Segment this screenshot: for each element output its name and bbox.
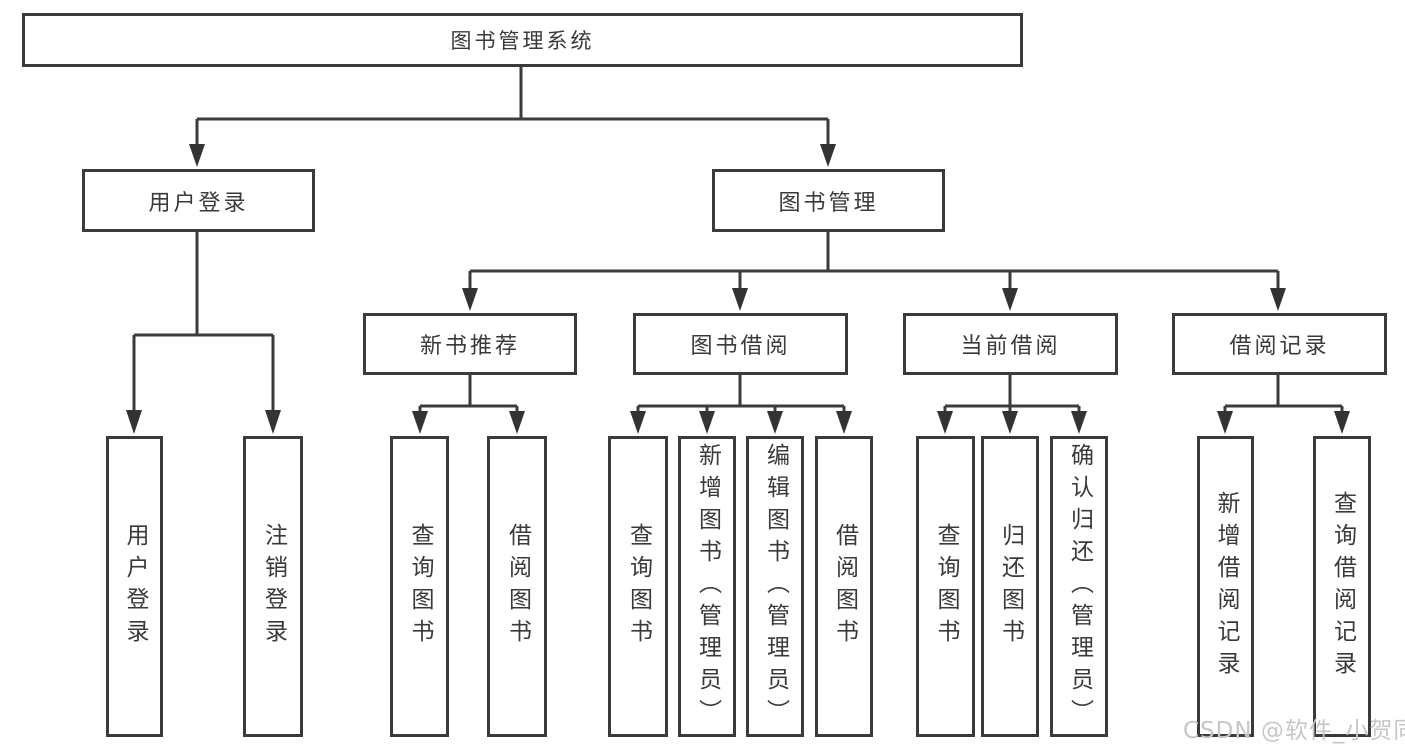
arrowhead bbox=[1071, 411, 1087, 434]
leaf-add-books-admin: 新增图书（管理员） bbox=[678, 436, 736, 737]
arrowhead bbox=[265, 410, 281, 434]
leaf-return-books: 归还图书 bbox=[981, 436, 1039, 737]
node-label: 图书借阅 bbox=[690, 334, 791, 359]
leaf-borrow-books: 借阅图书 bbox=[815, 436, 873, 737]
leaf-query-books-borrow: 查询图书 bbox=[608, 436, 668, 737]
node-label: 确认归还（管理员） bbox=[1066, 442, 1093, 731]
arrowhead bbox=[189, 144, 205, 167]
arrowhead bbox=[509, 411, 525, 434]
leaf-query-books-current: 查询图书 bbox=[916, 436, 975, 737]
node-label: 编辑图书（管理员） bbox=[762, 442, 789, 731]
csdn-watermark: CSDN @软件_小贺同学 bbox=[1183, 718, 1405, 744]
node-label: 用户登录 bbox=[122, 522, 148, 651]
connector-borrow-records-to-leaves bbox=[1217, 375, 1350, 434]
arrowhead bbox=[1270, 288, 1286, 311]
arrowhead bbox=[1334, 411, 1350, 434]
node-book-management-system: 图书管理系统 bbox=[22, 13, 1023, 67]
connector-book-borrow-to-leaves bbox=[630, 375, 852, 434]
node-new-book-recommendation: 新书推荐 bbox=[363, 313, 577, 375]
node-label: 查询图书 bbox=[407, 522, 433, 651]
arrowhead bbox=[462, 288, 478, 311]
node-book-management: 图书管理 bbox=[712, 169, 945, 232]
connector-current-borrow-to-leaves bbox=[937, 375, 1087, 434]
connector-user-login-to-leaves bbox=[126, 232, 281, 434]
arrowhead bbox=[1002, 411, 1018, 434]
connector-root-to-level2 bbox=[189, 67, 836, 167]
node-book-borrowing: 图书借阅 bbox=[633, 313, 848, 375]
leaf-add-borrow-record: 新增借阅记录 bbox=[1197, 436, 1254, 737]
leaf-edit-books-admin: 编辑图书（管理员） bbox=[746, 436, 804, 737]
arrowhead bbox=[767, 411, 783, 434]
arrowhead bbox=[732, 288, 748, 311]
arrowhead bbox=[1217, 411, 1233, 434]
leaf-user-login: 用户登录 bbox=[106, 436, 163, 737]
node-label: 新增借阅记录 bbox=[1213, 490, 1239, 683]
node-label: 图书管理 bbox=[778, 190, 879, 216]
node-label: 新增图书（管理员） bbox=[694, 442, 721, 731]
node-label: 借阅记录 bbox=[1229, 334, 1330, 359]
arrowhead bbox=[126, 410, 142, 434]
arrowhead bbox=[937, 411, 953, 434]
connector-book-management-to-level3 bbox=[462, 232, 1286, 311]
node-label: 查询图书 bbox=[933, 522, 959, 651]
node-label: 用户登录 bbox=[148, 190, 249, 216]
node-label: 当前借阅 bbox=[960, 334, 1061, 359]
arrowhead bbox=[820, 144, 836, 167]
arrowhead bbox=[412, 411, 428, 434]
node-label: 查询借阅记录 bbox=[1329, 490, 1356, 683]
leaf-logout: 注销登录 bbox=[243, 436, 303, 737]
arrowhead bbox=[699, 411, 715, 434]
arrowhead bbox=[836, 411, 852, 434]
node-current-borrowing: 当前借阅 bbox=[903, 313, 1118, 375]
node-label: 新书推荐 bbox=[419, 334, 520, 359]
leaf-confirm-return-admin: 确认归还（管理员） bbox=[1050, 436, 1108, 737]
node-label: 借阅图书 bbox=[831, 522, 858, 651]
leaf-borrow-books-recommend: 借阅图书 bbox=[487, 436, 547, 737]
node-label: 归还图书 bbox=[997, 522, 1024, 651]
node-user-login: 用户登录 bbox=[82, 169, 315, 232]
node-label: 借阅图书 bbox=[504, 522, 531, 651]
leaf-query-borrow-record: 查询借阅记录 bbox=[1313, 436, 1371, 737]
leaf-query-books-recommend: 查询图书 bbox=[390, 436, 449, 737]
connector-new-book-to-leaves bbox=[412, 375, 525, 434]
node-label: 查询图书 bbox=[625, 522, 652, 651]
arrowhead bbox=[630, 411, 646, 434]
node-label: 注销登录 bbox=[260, 522, 287, 651]
arrowhead bbox=[1002, 288, 1018, 311]
node-label: 图书管理系统 bbox=[450, 29, 595, 53]
node-borrowing-records: 借阅记录 bbox=[1172, 313, 1387, 375]
